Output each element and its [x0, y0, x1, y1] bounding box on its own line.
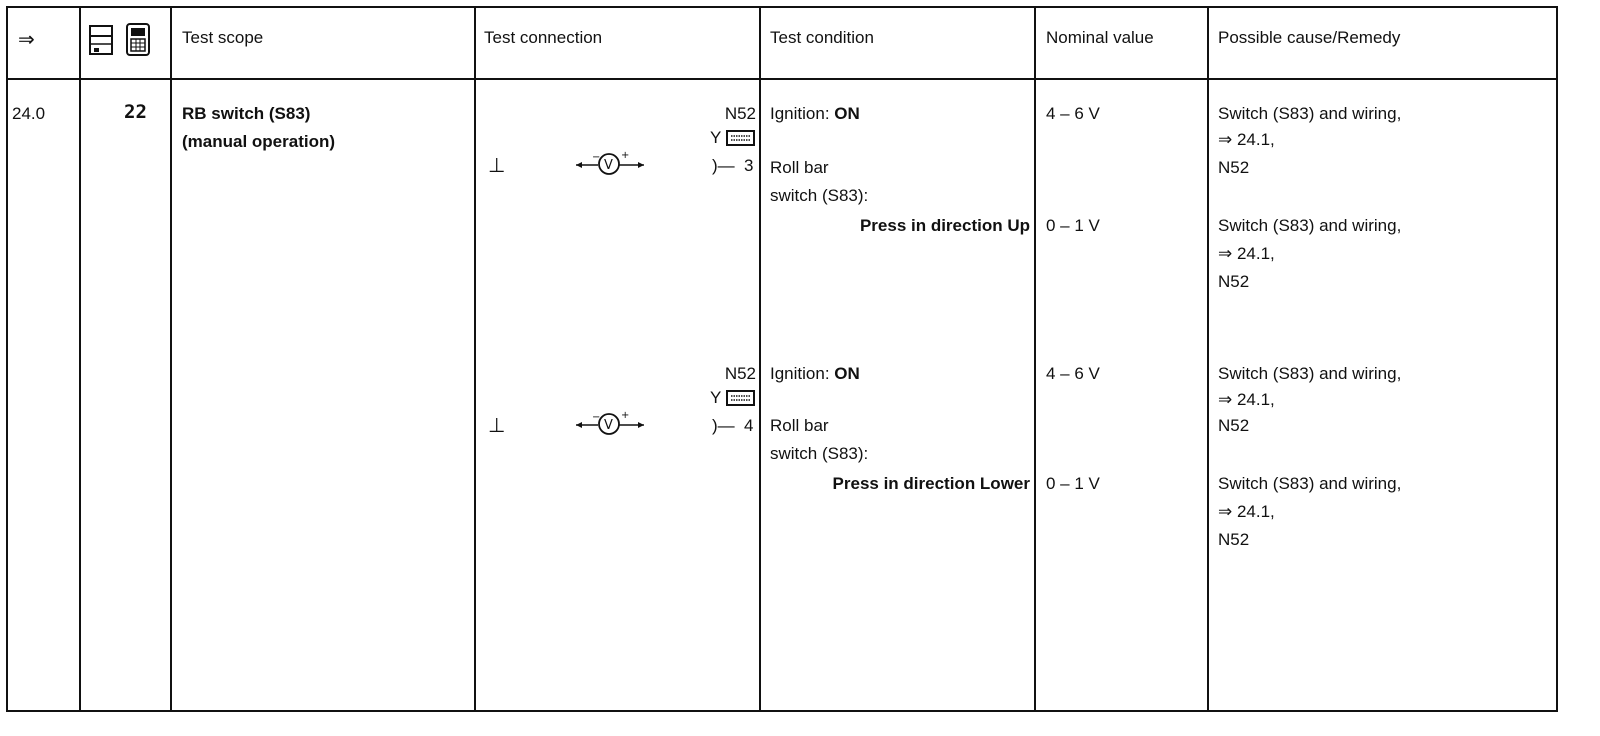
- svg-text:+: +: [621, 410, 629, 421]
- test-condition-header: Test condition: [770, 28, 874, 47]
- remedy-reference: ⇒ 24.1,: [1218, 130, 1275, 149]
- nominal-value: 4 – 6 V: [1046, 104, 1100, 123]
- condition-roll-bar: Roll bar: [770, 158, 829, 177]
- control-unit-label: N52: [724, 364, 756, 383]
- condition-ignition: Ignition: ON: [770, 362, 860, 386]
- pin-connector-symbol: )—: [712, 416, 735, 435]
- condition-ignition-label: Ignition:: [770, 104, 830, 123]
- remedy-unit: N52: [1218, 158, 1250, 177]
- test-scope-title: RB switch (S83): [182, 104, 311, 123]
- fault-code: 22: [124, 101, 147, 123]
- pin-number: 3: [744, 156, 754, 175]
- remedy-text: Switch (S83) and wiring,: [1218, 216, 1402, 235]
- condition-switch: switch (S83):: [770, 444, 869, 463]
- remedy-unit: N52: [1218, 416, 1250, 435]
- header-bottom-border: [6, 78, 1558, 80]
- voltmeter-icon: − V +: [576, 150, 644, 175]
- condition-switch: switch (S83):: [770, 186, 869, 205]
- svg-text:V: V: [604, 158, 613, 173]
- remedy-reference: ⇒ 24.1,: [1218, 390, 1275, 409]
- connector-icon: [726, 130, 755, 146]
- condition-ignition: Ignition: ON: [770, 102, 860, 126]
- tester-icon: [126, 23, 150, 56]
- svg-text:−: −: [592, 412, 600, 423]
- svg-text:V: V: [604, 418, 613, 433]
- condition-ignition-value: ON: [834, 364, 860, 383]
- column-divider: [170, 6, 172, 712]
- test-table: ⇒ Test scope Test connection Test condit…: [6, 6, 1558, 712]
- nominal-value: 0 – 1 V: [1046, 216, 1100, 235]
- control-unit-icon: [89, 25, 113, 55]
- column-divider: [759, 6, 761, 712]
- svg-text:+: +: [621, 150, 629, 161]
- remedy-text: Switch (S83) and wiring,: [1218, 104, 1402, 123]
- condition-press: Press in direction Lower: [832, 474, 1030, 493]
- column-divider: [474, 6, 476, 712]
- svg-text:−: −: [592, 152, 600, 163]
- table-right-border: [1556, 6, 1558, 712]
- remedy-text: Switch (S83) and wiring,: [1218, 474, 1402, 493]
- pin-number: 4: [744, 416, 754, 435]
- remedy-unit: N52: [1218, 530, 1250, 549]
- table-left-border: [6, 6, 8, 712]
- condition-press: Press in direction Up: [859, 216, 1030, 235]
- step-number: 24.0: [12, 104, 46, 123]
- connector-y-label: Y: [710, 388, 722, 407]
- table-bottom-border: [6, 710, 1558, 712]
- test-scope-subtitle: (manual operation): [182, 132, 336, 151]
- condition-ignition-value: ON: [834, 104, 860, 123]
- nominal-value: 0 – 1 V: [1046, 474, 1100, 493]
- remedy-text: Switch (S83) and wiring,: [1218, 364, 1402, 383]
- test-scope-header: Test scope: [182, 28, 264, 47]
- arrow-column-header: ⇒: [18, 29, 35, 51]
- remedy-unit: N52: [1218, 272, 1250, 291]
- control-unit-label: N52: [724, 104, 756, 123]
- condition-roll-bar: Roll bar: [770, 416, 829, 435]
- voltmeter-icon: − V +: [576, 410, 644, 435]
- column-divider: [79, 6, 81, 712]
- ground-symbol: ⊥: [488, 415, 506, 437]
- connector-y-label: Y: [710, 128, 722, 147]
- nominal-value-header: Nominal value: [1046, 28, 1154, 47]
- possible-cause-header: Possible cause/Remedy: [1218, 28, 1401, 47]
- connector-icon: [726, 390, 755, 406]
- test-connection-header: Test connection: [484, 28, 603, 47]
- table-top-border: [6, 6, 1558, 8]
- pin-connector-symbol: )—: [712, 156, 735, 175]
- remedy-reference: ⇒ 24.1,: [1218, 502, 1275, 521]
- condition-ignition-label: Ignition:: [770, 364, 830, 383]
- column-divider: [1207, 6, 1209, 712]
- column-divider: [1034, 6, 1036, 712]
- nominal-value: 4 – 6 V: [1046, 364, 1100, 383]
- remedy-reference: ⇒ 24.1,: [1218, 244, 1275, 263]
- ground-symbol: ⊥: [488, 155, 506, 177]
